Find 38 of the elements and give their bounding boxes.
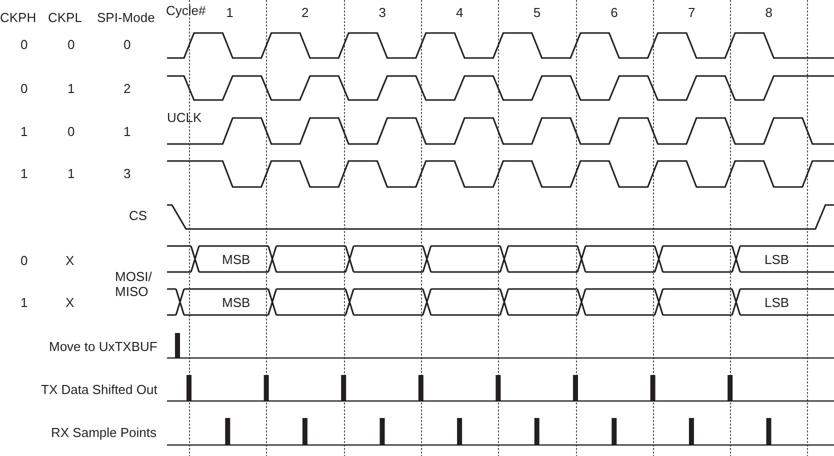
signal-name: UCLK <box>167 110 202 124</box>
cycle-number: 8 <box>765 4 772 20</box>
table-value: 1 <box>20 294 28 310</box>
bit-label: MSB <box>222 294 250 310</box>
table-value: 0 <box>20 252 28 268</box>
signal-name: MOSI/ MISO <box>115 269 153 299</box>
table-value: 0 <box>68 124 75 138</box>
cycle-number: 3 <box>378 4 386 20</box>
signal-name: Move to UxTXBUF <box>49 338 158 354</box>
cycle-number: 1 <box>226 4 234 20</box>
bit-label: MSB <box>222 252 250 266</box>
column-header: CKPH <box>0 10 36 24</box>
signal-name: RX Sample Points <box>51 424 156 440</box>
table-value: 1 <box>20 166 28 180</box>
table-value: 0 <box>20 36 28 52</box>
table-value: 0 <box>68 36 75 52</box>
table-value: 1 <box>68 166 75 180</box>
table-value: 0 <box>20 80 28 96</box>
column-header: SPI-Mode <box>97 10 155 24</box>
signal-name: CS <box>129 208 148 222</box>
table-value: 0 <box>124 36 131 52</box>
table-value: X <box>66 252 74 268</box>
table-value: 1 <box>68 80 75 96</box>
table-value: 2 <box>124 80 131 96</box>
signal-name: TX Data Shifted Out <box>41 382 158 396</box>
table-value: 1 <box>124 124 131 138</box>
cycle-number: 5 <box>533 4 541 20</box>
bit-label: LSB <box>764 252 790 266</box>
table-value: X <box>66 294 74 310</box>
bit-label: LSB <box>764 294 790 310</box>
table-value: 1 <box>20 124 28 138</box>
table-value: 3 <box>124 166 131 180</box>
cycle-number: 4 <box>456 4 464 20</box>
cycle-number: 2 <box>301 4 309 20</box>
row-header: Cycle# <box>166 2 206 18</box>
column-header: CKPL <box>48 10 82 24</box>
cycle-number: 7 <box>688 4 696 20</box>
cycle-number: 6 <box>610 4 618 20</box>
